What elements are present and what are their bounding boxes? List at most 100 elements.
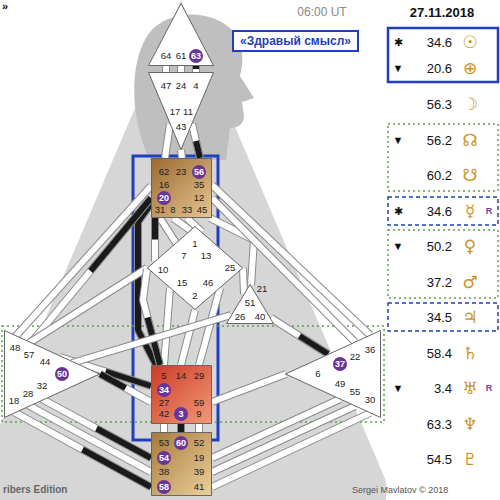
retrograde-mark: R [486,207,493,216]
planet-symbol: ⊕ [463,60,477,77]
channel [199,424,200,432]
gate-number: 8 [170,205,175,215]
channel [28,405,151,472]
time-stamp: 06:00 UT [297,6,346,18]
hanging-gate [152,218,158,240]
center-shape [285,330,381,418]
channel-body [212,185,370,335]
gate-number: 64 [161,51,172,61]
channel-outline [181,150,182,158]
channel-body [143,269,160,365]
heart-center: 21512640 [226,284,274,324]
gate-number: 40 [255,312,266,322]
gate-number: 33 [182,205,193,215]
chart-date: 27.11.2018 [410,6,474,19]
channel-outline [181,310,195,365]
gate-number: 14 [176,371,187,381]
active-gate: 56 [192,165,206,179]
cut-off-mark: » [2,1,8,12]
channel-body [28,405,151,472]
channel-outline [143,269,160,365]
title-text: «Здравый смысл» [240,35,351,47]
title-box: «Здравый смысл» [232,30,359,52]
center-outline [5,331,100,418]
gate-number: 23 [176,167,187,177]
channel [72,315,231,363]
channel-outline [160,424,168,432]
channel [212,374,286,402]
channel-outline [271,318,328,354]
planet-symbol: ☿ [465,203,475,220]
active-gate: 20 [157,191,171,205]
gate-number: 53 [159,438,170,448]
gate-line-value: 37.2 [427,276,452,289]
channel-outline [212,185,370,335]
center-outline [149,73,214,150]
planet-symbol: ♀ [464,238,476,255]
row-marker: ▼ [393,383,404,394]
channel-outline [212,374,286,402]
gate-number: 16 [159,180,170,190]
gate-number: 43 [176,122,187,132]
planet-symbol: ☊ [462,132,477,149]
channel [155,218,156,261]
channel-body [212,413,370,487]
gate-line-value: 54.5 [427,453,452,466]
gate-number: 44 [40,357,51,367]
channel-body [29,268,147,343]
channel [42,399,151,458]
gate-line-value: 56.3 [427,98,452,111]
channel-outline [28,405,151,472]
gate-number: 5 [161,371,166,381]
hanging-gate [91,198,152,271]
channel [212,399,340,458]
root-center: 536052541938395841 [151,432,212,496]
gate-number: 15 [177,278,188,288]
gate-number: 17 [170,107,181,117]
dashed-frame [388,303,498,331]
row-marker: ✱ [394,206,403,217]
channel-body [271,318,328,354]
channel-body [181,150,182,158]
watermark: ribers Edition [3,485,67,495]
center-outline [152,159,212,218]
planet-symbol: ♆ [462,416,477,433]
spleen-center: 48574450322818 [4,330,100,418]
channel-body [193,66,199,72]
channel-outline [162,66,170,72]
channel-outline [177,424,185,432]
active-gate: 50 [55,367,69,381]
channel-body [30,198,151,344]
channel [181,150,182,158]
channel-body [178,66,184,72]
channel-outline [30,198,151,344]
channel-outline [165,124,170,158]
gate-number: 13 [201,251,212,261]
channel-body [72,315,231,363]
channel-outline [15,186,151,337]
channel-body [100,374,151,402]
channel [15,186,151,337]
gate-line-value: 20.6 [427,62,452,75]
gate-number: 27 [159,398,170,408]
channel-outline [14,412,151,487]
head-center: 646163 [148,3,214,66]
channel [212,406,355,472]
channel-outline [192,124,200,158]
channel-body [164,288,170,365]
planet-symbol: ♇ [462,451,477,468]
gate-number: 55 [350,387,361,397]
channel [181,424,182,432]
body-silhouette [0,0,386,500]
row-marker: ▼ [393,63,404,74]
gate-line-value: 58.4 [427,347,452,360]
ajna-center: 47244171143 [148,72,214,150]
gate-number: 18 [9,396,20,406]
channel-outline [42,399,151,458]
row-marker: ▼ [393,135,404,146]
center-outline [152,433,212,496]
channel-outline [72,315,231,363]
gate-line-value: 56.2 [427,134,452,147]
